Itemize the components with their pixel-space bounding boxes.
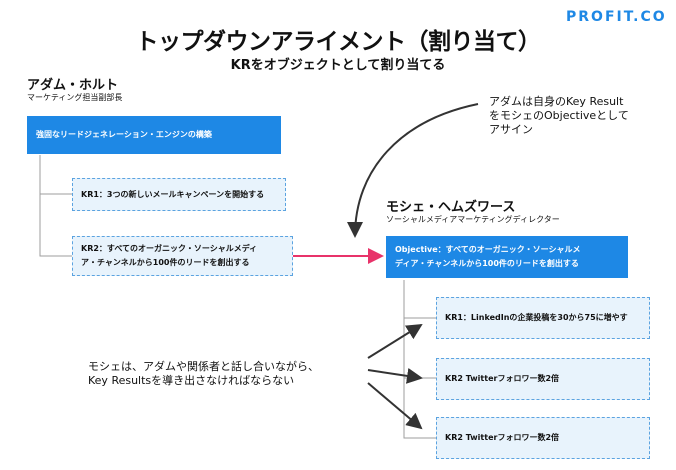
manager-tree-connector — [39, 155, 72, 257]
manager-objective-box: 強固なリードジェネレーション・エンジンの構築 — [27, 116, 281, 154]
discuss-note: モシェは、アダムや関係者と話し合いながら、 Key Resultsを導き出さなけ… — [88, 360, 319, 388]
page-title: トップダウンアライメント（割り当て） — [135, 29, 542, 55]
manager-kr2-box: KR2：すべてのオーガニック・ソーシャルメディ ア・チャンネルから100件のリー… — [72, 236, 293, 276]
report-objective-line1: Objective：すべてのオーガニック・ソーシャルメ — [395, 245, 581, 254]
discuss-arrow-2 — [367, 368, 423, 384]
discuss-note-line1: モシェは、アダムや関係者と話し合いながら、 — [88, 360, 319, 373]
manager-name: アダム・ホルト — [27, 78, 119, 93]
report-kr1-box: KR1：LinkedInの企業投稿を30から75に増やす — [436, 297, 650, 339]
report-objective-box: Objective：すべてのオーガニック・ソーシャルメ ディア・チャンネルから1… — [386, 236, 628, 278]
curved-assign-arrow — [347, 103, 479, 238]
manager-role: マーケティング担当副部長 — [27, 93, 123, 102]
manager-kr1-box: KR1：3つの新しいメールキャンペーンを開始する — [72, 178, 286, 211]
report-tree-connector — [403, 280, 436, 439]
report-kr1-text: KR1：LinkedInの企業投稿を30から75に増やす — [445, 313, 628, 322]
discuss-note-line2: Key Resultsを導き出さなければならない — [88, 374, 295, 387]
report-role: ソーシャルメディアマーケティングディレクター — [386, 215, 560, 224]
manager-kr2-line1: KR2：すべてのオーガニック・ソーシャルメディ — [81, 244, 258, 253]
assign-note-line1: アダムは自身のKey Result — [489, 95, 624, 108]
assign-note-line2: をモシェのObjectiveとして — [489, 109, 629, 122]
report-kr3-box: KR2 Twitterフォロワー数2倍 — [436, 417, 650, 459]
discuss-arrow-3 — [367, 382, 423, 430]
report-objective-line2: ディア・チャンネルから100件のリードを創出する — [395, 259, 579, 268]
profitco-logo: PROFIT.CO — [566, 9, 667, 25]
page-subtitle: KRをオブジェクトとして割り当てる — [230, 58, 446, 73]
assign-note-line3: アサイン — [489, 123, 533, 136]
manager-kr1-text: KR1：3つの新しいメールキャンペーンを開始する — [81, 189, 265, 199]
report-kr2-text: KR2 Twitterフォロワー数2倍 — [445, 374, 560, 383]
report-kr2-box: KR2 Twitterフォロワー数2倍 — [436, 358, 650, 400]
report-name: モシェ・ヘムズワース — [386, 200, 516, 215]
assign-note: アダムは自身のKey Result をモシェのObjectiveとして アサイン — [489, 95, 629, 137]
report-kr3-text: KR2 Twitterフォロワー数2倍 — [445, 433, 560, 442]
manager-kr2-line2: ア・チャンネルから100件のリードを創出する — [81, 258, 250, 267]
manager-objective-text: 強固なリードジェネレーション・エンジンの構築 — [36, 130, 212, 139]
discuss-arrow-1 — [367, 323, 423, 359]
